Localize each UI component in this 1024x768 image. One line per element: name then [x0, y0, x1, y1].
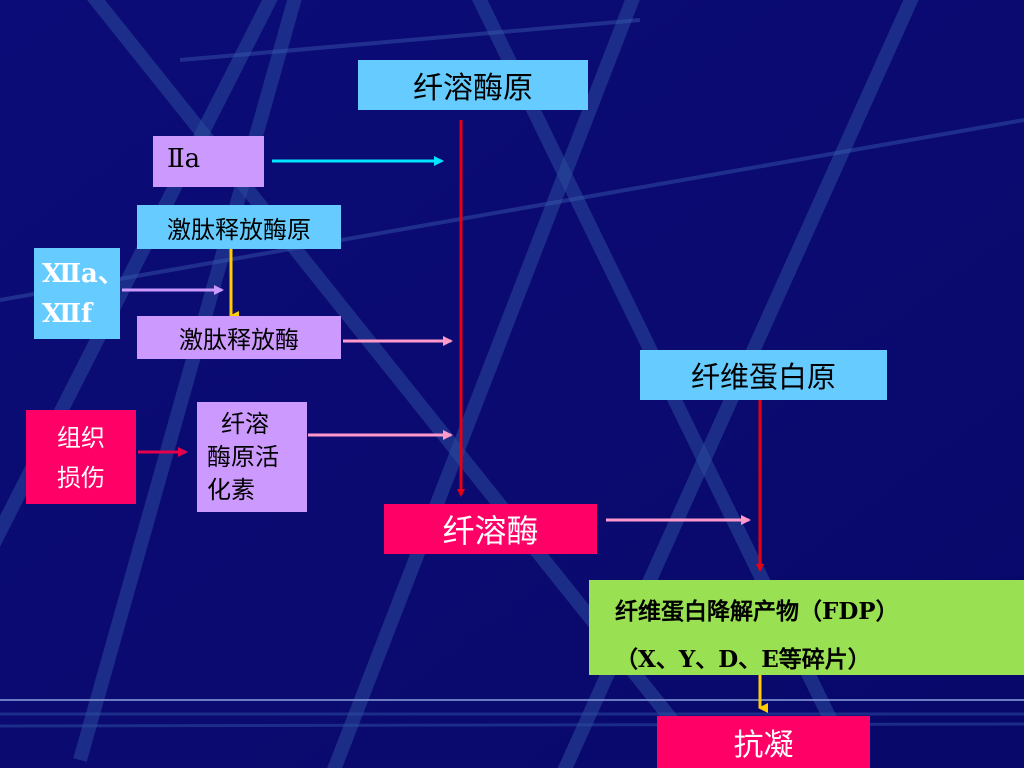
kallikrein-label: 激肽释放酶 [179, 326, 299, 354]
prekallikrein-label: 激肽释放酶原 [167, 215, 311, 244]
plasminogen-box: 纤溶酶原 [358, 60, 588, 110]
prekallikrein-box: 激肽释放酶原 [137, 205, 341, 249]
plasminogen-label: 纤溶酶原 [413, 71, 533, 106]
fdp-label-line2: （X、Y、D、E等碎片） [615, 646, 871, 673]
activator-label-line3: 化素 [207, 476, 255, 504]
factor-iia-label: Ⅱa [167, 144, 201, 174]
fdp-label-line1: 纤维蛋白降解产物（FDP） [615, 598, 899, 625]
fibrinogen-label: 纤维蛋白原 [690, 360, 836, 394]
activator-label-line2: 酶原活 [207, 443, 279, 471]
tissue-injury-label-line1: 组织 [57, 424, 105, 452]
factor-xiia-box: Ⅻa、 Ⅻf [34, 248, 124, 339]
kallikrein-box: 激肽释放酶 [137, 316, 341, 359]
fdp-box: 纤维蛋白降解产物（FDP） （X、Y、D、E等碎片） [589, 580, 1024, 675]
plasminogen-activator-box: 纤溶 酶原活 化素 [197, 402, 307, 512]
fibrinogen-box: 纤维蛋白原 [640, 350, 887, 400]
activator-label-line1: 纤溶 [221, 410, 269, 438]
tissue-injury-box: 组织 损伤 [26, 410, 136, 504]
factor-xiia-label-line2: Ⅻf [42, 299, 93, 329]
factor-xiia-label-line1: Ⅻa、 [42, 259, 124, 289]
plasmin-label: 纤溶酶 [442, 512, 539, 550]
tissue-injury-label-line2: 损伤 [57, 464, 105, 492]
anticoagulation-box: 抗凝 [657, 716, 870, 768]
factor-iia-box: Ⅱa [153, 136, 264, 187]
anticoagulation-label: 抗凝 [733, 728, 794, 763]
plasmin-box: 纤溶酶 [384, 504, 597, 554]
